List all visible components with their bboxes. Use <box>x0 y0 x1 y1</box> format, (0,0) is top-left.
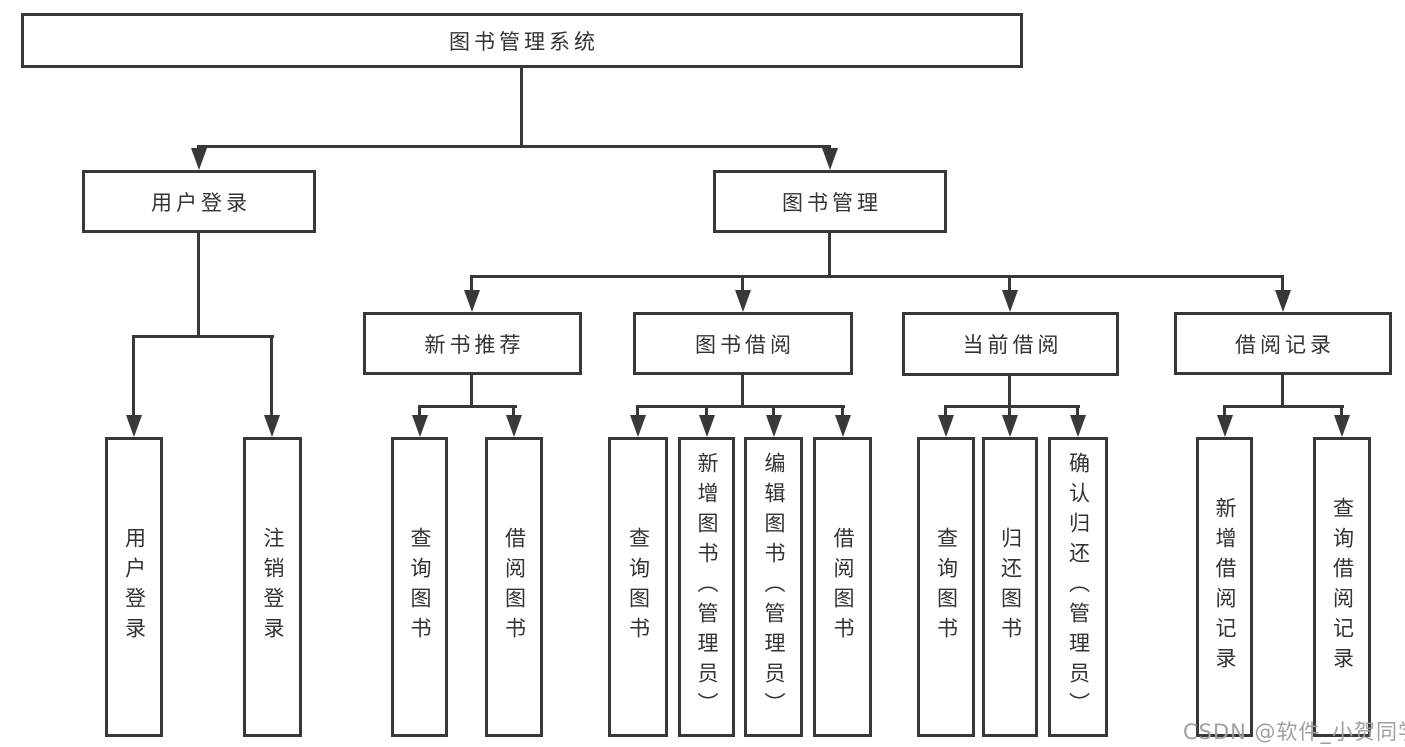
connector-drop-book-borrowing <box>741 275 744 294</box>
connector-borrowing-records-bar <box>1223 405 1344 408</box>
node-current-borrowing: 当前借阅 <box>902 312 1119 376</box>
node-borrowing-records: 借阅记录 <box>1174 312 1392 375</box>
connector-drop <box>636 405 639 419</box>
arrow-down-icon <box>735 290 751 312</box>
node-query-books-borrow: 查询图书 <box>608 437 668 737</box>
node-user-login-leaf: 用户登录 <box>105 437 163 737</box>
csdn-watermark: CSDN @软件_小贺同学 <box>1183 720 1405 744</box>
arrow-down-icon <box>835 415 851 437</box>
node-label: 查询图书 <box>626 527 651 647</box>
node-logout: 注销登录 <box>243 437 302 737</box>
arrow-down-icon <box>506 415 522 437</box>
arrow-down-icon <box>822 148 838 170</box>
connector-drop <box>944 405 947 419</box>
node-label: 注销登录 <box>261 527 285 647</box>
node-label: 查询图书 <box>934 527 959 647</box>
arrow-down-icon <box>1275 290 1291 312</box>
node-book-borrowing: 图书借阅 <box>633 312 853 375</box>
node-add-books-admin: 新增图书（管理员） <box>678 437 735 737</box>
node-label: 用户登录 <box>151 190 251 215</box>
node-return-books: 归还图书 <box>982 437 1038 737</box>
connector-root-stem <box>520 65 523 148</box>
node-label: 图书管理 <box>782 190 882 215</box>
node-user-login: 用户登录 <box>82 170 316 233</box>
connector-drop-borrowing-records <box>1281 275 1284 294</box>
connector-drop-user-login-leaf <box>132 335 135 419</box>
arrow-down-icon <box>1217 415 1233 437</box>
node-label: 图书管理系统 <box>449 29 599 54</box>
connector-book-management-stem <box>828 231 831 278</box>
node-label: 编辑图书（管理员） <box>762 452 786 722</box>
connector-drop <box>512 405 515 419</box>
connector-drop-new-book-recommend <box>470 275 473 294</box>
node-label: 用户登录 <box>122 527 147 647</box>
connector-new-book-bar <box>418 405 517 408</box>
connector-drop <box>772 405 775 419</box>
node-label: 查询图书 <box>408 527 432 647</box>
node-label: 借阅图书 <box>831 527 855 647</box>
node-label: 新增图书（管理员） <box>695 452 719 722</box>
connector-borrowing-records-stem <box>1281 373 1284 408</box>
node-label: 查询借阅记录 <box>1330 497 1355 677</box>
arrow-down-icon <box>412 415 428 437</box>
arrow-down-icon <box>126 415 142 437</box>
node-label: 新书推荐 <box>424 332 525 357</box>
node-label: 归还图书 <box>998 527 1023 647</box>
node-label: 确认归还（管理员） <box>1066 452 1091 722</box>
node-label: 借阅记录 <box>1235 332 1335 357</box>
node-query-borrow-record: 查询借阅记录 <box>1313 437 1371 737</box>
connector-user-login-bar <box>132 335 274 338</box>
node-label: 图书借阅 <box>695 332 795 357</box>
connector-drop <box>705 405 708 419</box>
arrow-down-icon <box>264 415 280 437</box>
node-book-management-system: 图书管理系统 <box>21 13 1023 68</box>
node-query-books-newbook: 查询图书 <box>391 437 448 737</box>
connector-drop <box>1223 405 1226 419</box>
arrow-down-icon <box>1002 415 1018 437</box>
connector-drop-logout <box>270 335 273 419</box>
node-new-book-recommend: 新书推荐 <box>363 312 582 375</box>
connector-book-management-bar <box>470 275 1284 278</box>
node-confirm-return-admin: 确认归还（管理员） <box>1048 437 1108 737</box>
arrow-down-icon <box>1070 415 1086 437</box>
arrow-down-icon <box>464 290 480 312</box>
node-edit-books-admin: 编辑图书（管理员） <box>744 437 803 737</box>
connector-current-borrowing-bar <box>944 405 1080 408</box>
arrow-down-icon <box>1002 290 1018 312</box>
node-book-management: 图书管理 <box>713 170 947 233</box>
node-label: 借阅图书 <box>502 527 527 647</box>
connector-book-borrowing-stem <box>741 373 744 408</box>
node-label: 新增借阅记录 <box>1213 497 1237 677</box>
arrow-down-icon <box>630 415 646 437</box>
connector-current-borrowing-stem <box>1008 373 1011 408</box>
arrow-down-icon <box>938 415 954 437</box>
connector-drop <box>1340 405 1343 419</box>
node-borrow-books-borrow: 借阅图书 <box>813 437 872 737</box>
node-query-books-current: 查询图书 <box>917 437 975 737</box>
node-borrow-books-newbook: 借阅图书 <box>485 437 543 737</box>
arrow-down-icon <box>1334 415 1350 437</box>
node-add-borrow-record: 新增借阅记录 <box>1196 437 1253 737</box>
connector-user-login-stem <box>197 231 200 338</box>
node-label: 当前借阅 <box>962 333 1063 357</box>
connector-book-borrowing-bar <box>636 405 845 408</box>
arrow-down-icon <box>766 415 782 437</box>
arrow-down-icon <box>191 148 207 170</box>
connector-drop <box>1076 405 1079 419</box>
connector-drop <box>1008 405 1011 419</box>
arrow-down-icon <box>699 415 715 437</box>
connector-drop <box>841 405 844 419</box>
connector-root-bar <box>197 145 831 148</box>
connector-drop-current-borrowing <box>1008 275 1011 294</box>
connector-drop <box>418 405 421 419</box>
connector-new-book-stem <box>470 373 473 408</box>
